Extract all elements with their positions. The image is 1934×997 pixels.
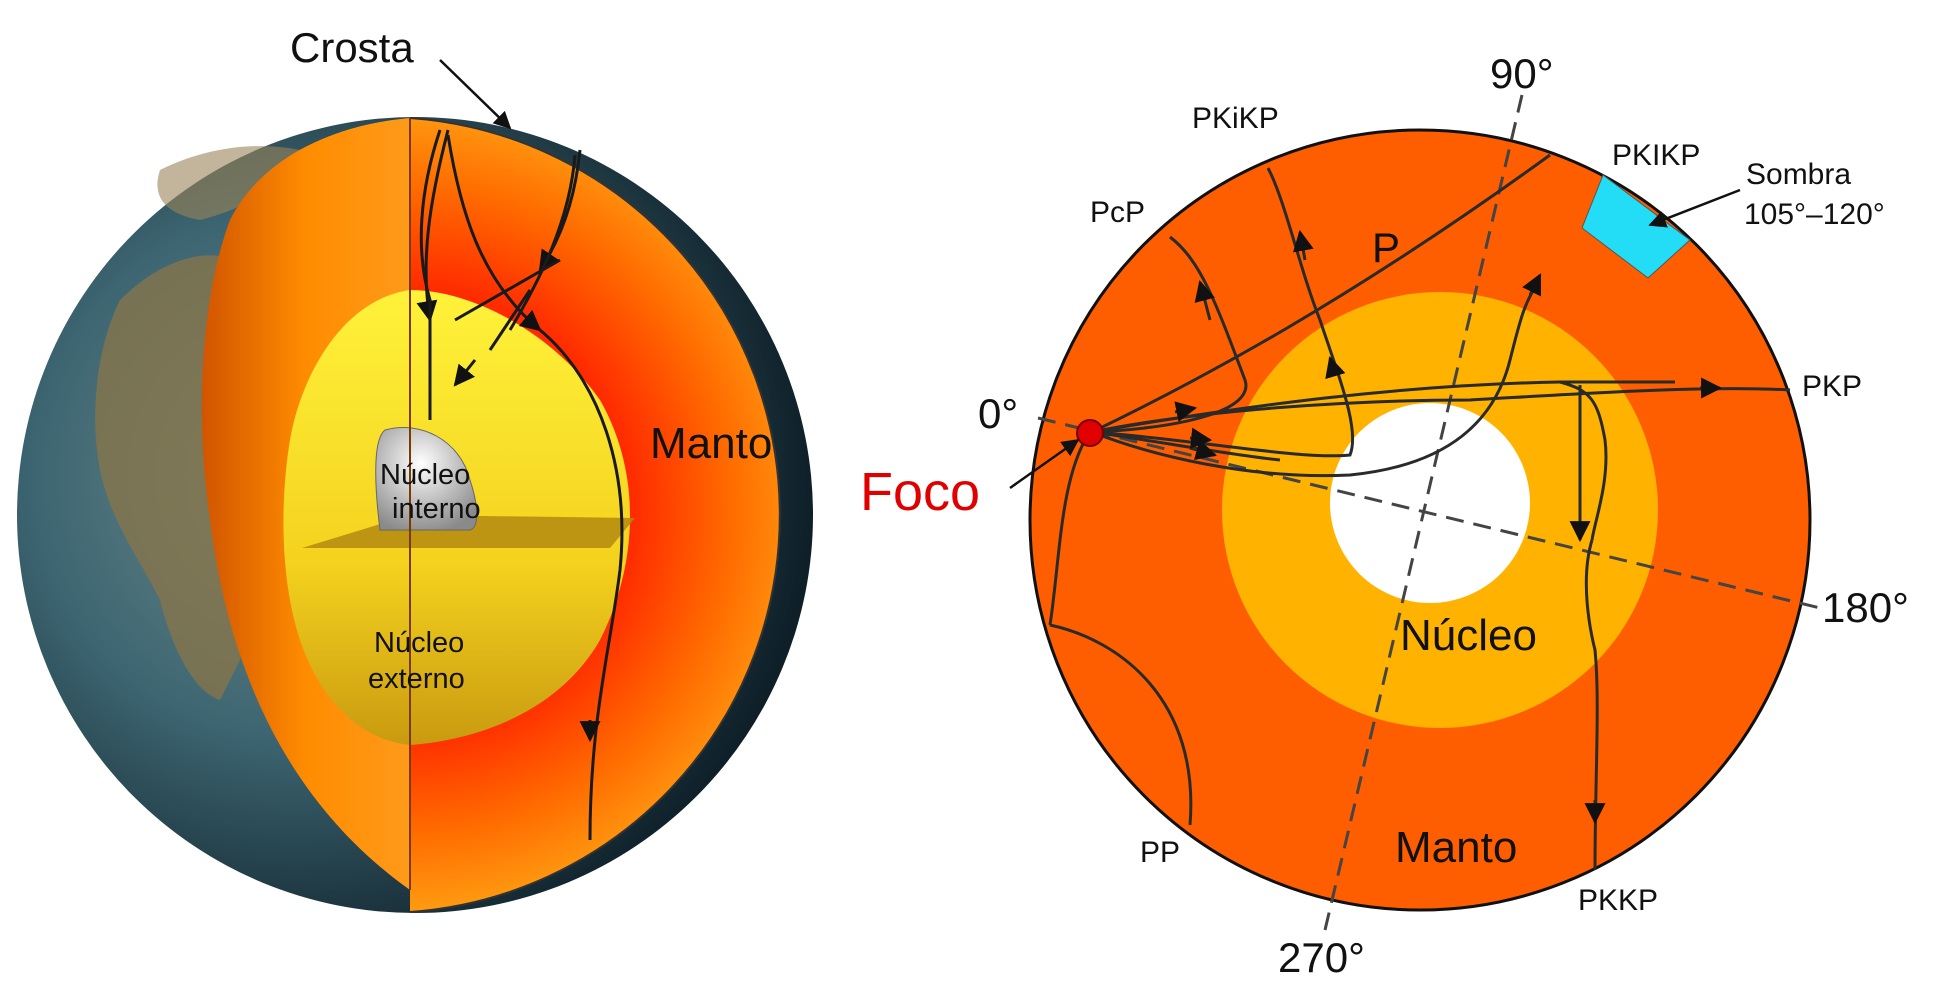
- shadow-pointer: [1648, 188, 1741, 228]
- phase-pcp-label: PcP: [1090, 196, 1145, 229]
- mantle-outline: [409, 117, 781, 913]
- phase-pkkp-label: PKKP: [1578, 884, 1658, 917]
- shadow-label-2: 105°–120°: [1744, 198, 1885, 231]
- angle-90-label: 90°: [1490, 50, 1554, 97]
- inner-core-label-1: Núcleo: [380, 459, 470, 491]
- inner-core-label-2: interno: [392, 493, 481, 525]
- ray: [446, 134, 542, 332]
- earth-cross-section: [1009, 94, 1821, 931]
- ray-pkikp-i-arrow2: [1325, 355, 1346, 380]
- ray-p: [1091, 153, 1551, 434]
- earth-cutaway: [17, 59, 813, 913]
- inner-core: [375, 426, 478, 531]
- inner-core-circle: [1330, 403, 1530, 603]
- ray-pp-bounce: [1049, 623, 1193, 826]
- ray-pkp-main: [1559, 380, 1608, 541]
- phase-pkikp-i-label: PKiKP: [1192, 102, 1279, 135]
- ray-pcp: [1091, 235, 1248, 434]
- crust-label: Crosta: [290, 24, 414, 71]
- axis-0-180: [1037, 416, 1821, 610]
- ray-mid-arrow: [1174, 401, 1198, 423]
- ray: [488, 289, 532, 351]
- outer-core-label-1: Núcleo: [374, 627, 464, 659]
- angle-180-label: 180°: [1822, 584, 1909, 631]
- mantle-label-left: Manto: [650, 419, 772, 468]
- ray-mid-arrow2: [1189, 427, 1213, 449]
- ray: [416, 129, 450, 323]
- angle-0-label: 0°: [978, 390, 1018, 437]
- ray-pkikp-i-arrow: [1292, 229, 1314, 261]
- ray-low: [1091, 430, 1281, 462]
- focus-pointer: [1009, 438, 1080, 490]
- phase-pp-label: PP: [1140, 836, 1180, 869]
- ray-pkikp: [1091, 279, 1542, 478]
- ray: [453, 359, 477, 387]
- angle-270-label: 270°: [1278, 934, 1365, 981]
- ray-pkikp-arrow: [1522, 273, 1542, 297]
- p-wave-label: P: [1372, 224, 1400, 271]
- mantle-label-right: Manto: [1395, 823, 1517, 872]
- shadow-label-1: Sombra: [1746, 158, 1851, 191]
- continent-shape: [157, 146, 300, 220]
- seismic-rays-left: [416, 129, 624, 841]
- outer-core-label-2: externo: [368, 663, 465, 695]
- phase-pkikp-label: PKIKP: [1612, 139, 1700, 172]
- ray: [419, 129, 442, 420]
- axis-90-270: [1323, 94, 1524, 931]
- focus-point: [1076, 419, 1104, 447]
- focus-label: Foco: [860, 462, 980, 522]
- ray-pcp-arrow: [1194, 279, 1215, 321]
- crust-pointer: [439, 59, 512, 130]
- ray-paths: [1048, 153, 1791, 871]
- ray-low-arrow: [1189, 439, 1218, 461]
- phase-pkp-label: PKP: [1802, 370, 1862, 403]
- axes: [1037, 94, 1821, 931]
- ray-pkp-2: [1091, 380, 1675, 434]
- core-label-right: Núcleo: [1400, 611, 1537, 660]
- ray: [454, 258, 561, 322]
